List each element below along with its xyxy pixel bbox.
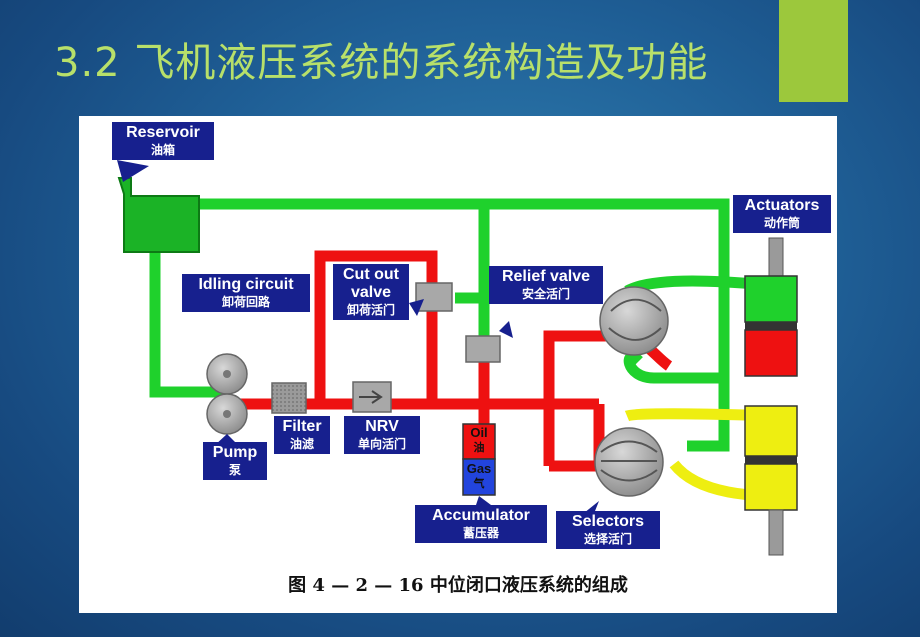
reservoir-label-en: Reservoir: [126, 124, 200, 141]
actuator-upper-rod: [768, 237, 784, 277]
return-lines: [149, 198, 785, 452]
selectors-label-zh: 选择活门: [583, 532, 632, 546]
gas-label-en: Gas: [466, 461, 492, 476]
pump-label-en: Pump: [212, 444, 258, 461]
pump-gear-lower-hub: [223, 410, 231, 418]
hydraulic-system-figure: Reservoir 油箱 Actuators 动作筒 Idling circui…: [79, 116, 837, 613]
actuators-label-zh: 动作筒: [763, 216, 800, 230]
reservoir-tank: [117, 177, 200, 253]
nrv-label-zh: 单向活门: [357, 437, 406, 451]
pump-label: Pump 泵: [203, 442, 267, 480]
idling-circuit-label-zh: 卸荷回路: [221, 295, 270, 309]
relief-valve-body: [465, 335, 501, 363]
filter-label-zh: 油滤: [289, 437, 314, 451]
figure-caption: 图 4 — 2 — 16 中位闭口液压系统的组成: [288, 575, 628, 596]
actuator-upper-return-chamber: [744, 275, 798, 323]
accumulator-oil-text: Oil 油: [464, 426, 494, 455]
gas-label-zh: 气: [473, 477, 485, 490]
relief-valve-label: Relief valve 安全活门: [489, 266, 603, 304]
accumulator-gas-text: Gas 气: [464, 462, 494, 491]
actuator-lower-chamber-a: [744, 405, 798, 457]
actuator-lower-chamber-b: [744, 463, 798, 511]
filter-label-en: Filter: [282, 418, 322, 435]
nrv-label: NRV 单向活门: [344, 416, 420, 454]
nrv-arrow-icon: [359, 390, 383, 404]
hydraulic-diagram: [117, 160, 798, 556]
accumulator-label-zh: 蓄压器: [462, 526, 499, 540]
pump-label-zh: 泵: [228, 463, 241, 477]
oil-label-zh: 油: [473, 441, 485, 454]
idling-circuit-label-en: Idling circuit: [198, 276, 294, 293]
selector-valve-upper: [599, 286, 669, 356]
accumulator-label-en: Accumulator: [432, 507, 530, 524]
reservoir-label-zh: 油箱: [150, 143, 175, 157]
idling-circuit-label: Idling circuit 卸荷回路: [182, 274, 310, 312]
selector-lower-passages: [600, 440, 658, 482]
filter-label: Filter 油滤: [274, 416, 330, 454]
actuator-lower-rod: [768, 509, 784, 556]
reservoir-label: Reservoir 油箱: [112, 122, 214, 160]
accent-bar: [779, 0, 848, 102]
pump-gear-upper-hub: [223, 370, 231, 378]
relief-valve-label-en: Relief valve: [501, 268, 591, 285]
oil-label-en: Oil: [470, 425, 488, 440]
actuator-lower-piston: [745, 456, 797, 464]
relief-valve-label-zh: 安全活门: [521, 287, 570, 301]
selectors-label: Selectors 选择活门: [556, 511, 660, 549]
filter-element: [271, 382, 307, 414]
cut-out-valve-label-zh: 卸荷活门: [346, 303, 395, 317]
selectors-label-en: Selectors: [571, 513, 645, 530]
selector-upper-passages: [608, 298, 662, 341]
cut-out-valve-label: Cut out valve 卸荷活门: [333, 264, 409, 320]
nrv-label-en: NRV: [365, 418, 399, 435]
cut-out-valve-body: [415, 282, 453, 312]
actuator-upper-piston: [745, 322, 797, 330]
slide-title: 3.2 飞机液压系统的系统构造及功能: [54, 40, 709, 86]
actuator-upper-pressure-chamber: [744, 329, 798, 377]
accumulator-gas-chamber: [462, 458, 496, 496]
actuators-label: Actuators 动作筒: [733, 195, 831, 233]
cut-out-valve-label-en: Cut out valve: [343, 266, 399, 301]
actuators-label-en: Actuators: [744, 197, 820, 214]
accumulator-label: Accumulator 蓄压器: [415, 505, 547, 543]
